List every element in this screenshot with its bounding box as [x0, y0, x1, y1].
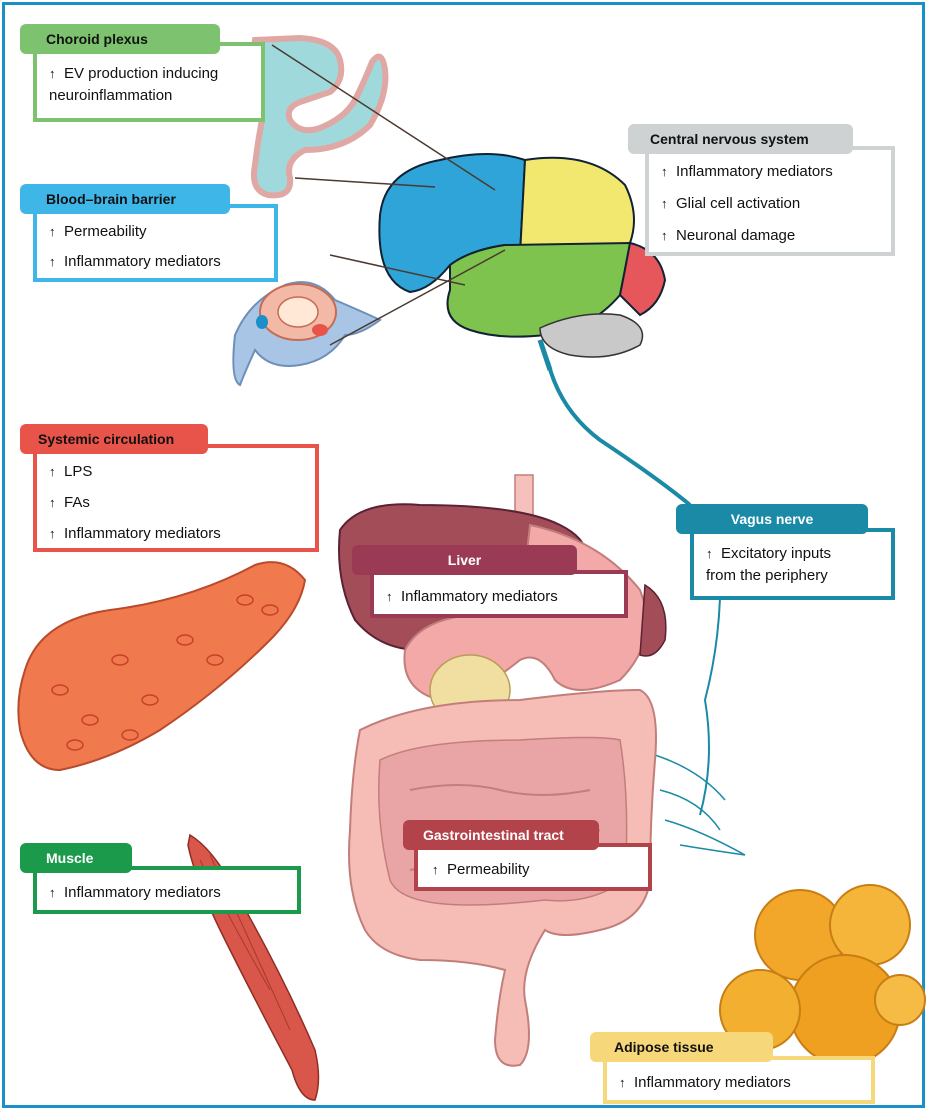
vagus-nerve-box: ↑Excitatory inputs from the periphery [690, 528, 895, 600]
muscle-box: ↑Inflammatory mediators [33, 866, 301, 914]
up-arrow-icon: ↑ [706, 544, 716, 563]
choroid-plexus-illustration [250, 38, 385, 195]
cns-box: ↑Inflammatory mediators ↑Glial cell acti… [645, 146, 895, 256]
adipose-item-1: ↑Inflammatory mediators [619, 1073, 791, 1092]
bbb-cell-illustration [233, 282, 380, 385]
cns-title: Central nervous system [628, 124, 853, 154]
choroid-plexus-title: Choroid plexus [20, 24, 220, 54]
systemic-circulation-title: Systemic circulation [20, 424, 208, 454]
up-arrow-icon: ↑ [661, 226, 671, 245]
choroid-plexus-box: ↑EV production inducing neuroinflammatio… [33, 42, 265, 122]
up-arrow-icon: ↑ [49, 252, 59, 271]
cns-item-3: ↑Neuronal damage [661, 226, 795, 245]
blood-vessel-illustration [18, 562, 305, 770]
liver-box: ↑Inflammatory mediators [370, 570, 628, 618]
up-arrow-icon: ↑ [49, 222, 59, 241]
up-arrow-icon: ↑ [49, 524, 59, 543]
choroid-plexus-line-1: ↑EV production inducing [49, 64, 218, 83]
gi-tract-box: ↑Permeability [414, 843, 652, 891]
gi-item-1: ↑Permeability [432, 860, 530, 879]
up-arrow-icon: ↑ [49, 462, 59, 481]
up-arrow-icon: ↑ [661, 162, 671, 181]
cns-item-1: ↑Inflammatory mediators [661, 162, 833, 181]
adipose-box: ↑Inflammatory mediators [603, 1056, 875, 1104]
up-arrow-icon: ↑ [619, 1073, 629, 1092]
cns-item-2: ↑Glial cell activation [661, 194, 800, 213]
systemic-circulation-box: ↑LPS ↑FAs ↑Inflammatory mediators [33, 444, 319, 552]
muscle-title: Muscle [20, 843, 132, 873]
systemic-item-2: ↑FAs [49, 493, 90, 512]
bbb-item-2: ↑Inflammatory mediators [49, 252, 221, 271]
vagus-nerve-title: Vagus nerve [676, 504, 868, 534]
muscle-item-1: ↑Inflammatory mediators [49, 883, 221, 902]
up-arrow-icon: ↑ [49, 493, 59, 512]
adipose-tissue-title: Adipose tissue [590, 1032, 773, 1062]
blood-brain-barrier-box: ↑Permeability ↑Inflammatory mediators [33, 204, 278, 282]
vagus-line-2: from the periphery [706, 566, 828, 585]
choroid-plexus-line-2: neuroinflammation [49, 86, 172, 105]
bbb-item-1: ↑Permeability [49, 222, 147, 241]
blood-brain-barrier-title: Blood–brain barrier [20, 184, 230, 214]
vagus-line-1: ↑Excitatory inputs [706, 544, 831, 563]
liver-title: Liver [352, 545, 577, 575]
up-arrow-icon: ↑ [49, 883, 59, 902]
liver-item-1: ↑Inflammatory mediators [386, 587, 558, 606]
up-arrow-icon: ↑ [386, 587, 396, 606]
up-arrow-icon: ↑ [49, 64, 59, 83]
up-arrow-icon: ↑ [432, 860, 442, 879]
systemic-item-3: ↑Inflammatory mediators [49, 524, 221, 543]
up-arrow-icon: ↑ [661, 194, 671, 213]
systemic-item-1: ↑LPS [49, 462, 92, 481]
gi-tract-title: Gastrointestinal tract [403, 820, 599, 850]
